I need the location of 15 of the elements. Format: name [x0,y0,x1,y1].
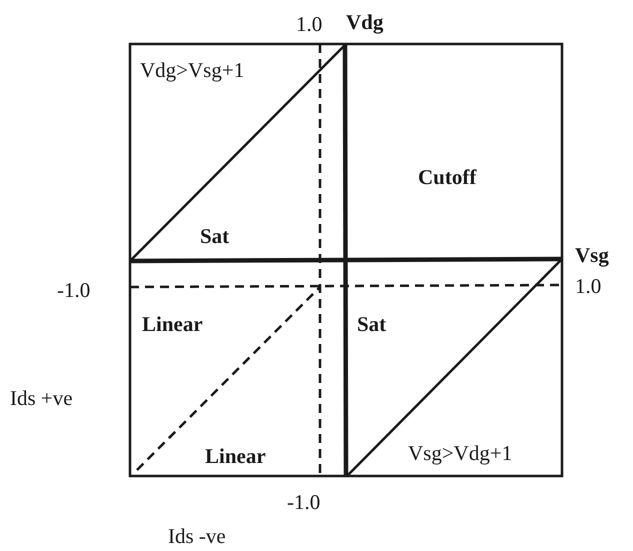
axis-label: Vsg [575,245,609,266]
region-label: Linear [142,314,203,335]
region-label: Sat [200,226,230,247]
region-label: Cutoff [418,167,476,188]
region-label: Sat [357,314,386,335]
tick-label: -1.0 [287,492,320,513]
current-direction-label: Ids +ve [10,388,73,409]
tick-label: -1.0 [57,280,90,301]
region-label: Linear [205,446,266,467]
current-direction-label: Ids -ve [168,526,226,547]
tick-label: 1.0 [296,14,322,35]
region-condition: Vdg>Vsg+1 [140,60,244,81]
tick-label: 1.0 [575,276,602,297]
axis-label: Vdg [346,12,384,33]
region-condition: Vsg>Vdg+1 [408,443,512,464]
